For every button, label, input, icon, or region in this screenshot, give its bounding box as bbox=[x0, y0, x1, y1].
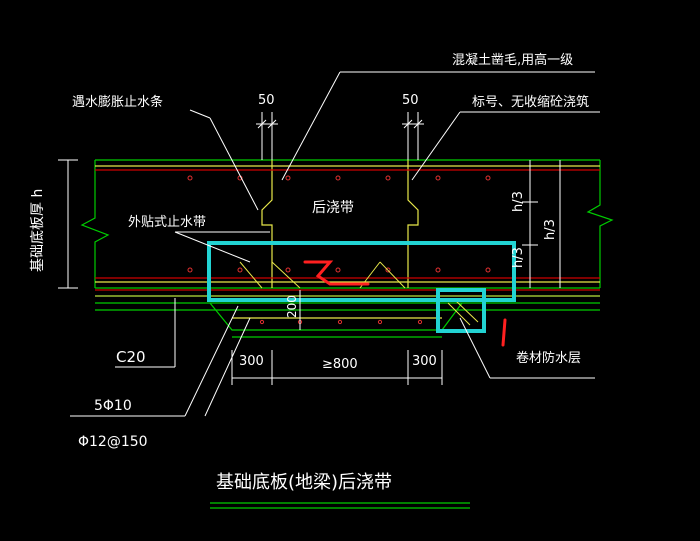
dimension-lines bbox=[58, 112, 561, 385]
rebar-5phi10-label: 5Φ10 bbox=[94, 398, 132, 414]
rebar-dots bbox=[187, 175, 491, 325]
h3-mid-label: h/3 bbox=[543, 219, 558, 240]
slab-thickness-label: 基础底板厚 h bbox=[29, 189, 46, 272]
dim-50-right: 50 bbox=[402, 93, 419, 108]
post-pour-band-label: 后浇带 bbox=[312, 200, 354, 216]
membrane-label: 卷材防水层 bbox=[516, 350, 581, 366]
band-edges bbox=[95, 160, 600, 319]
swelling-strip-label: 遇水膨胀止水条 bbox=[72, 94, 163, 110]
slab-outline bbox=[80, 159, 614, 338]
dim-800-label: ≥800 bbox=[322, 357, 358, 372]
rebar-lines bbox=[95, 169, 600, 291]
h3-low-label: h/3 bbox=[511, 247, 526, 268]
leader-lines bbox=[70, 71, 600, 417]
band-hatch bbox=[239, 261, 479, 326]
concrete-note-line-2: 标号、无收缩砼浇筑 bbox=[472, 94, 589, 110]
concrete-note-line-1: 混凝土凿毛,用高一级 bbox=[452, 52, 573, 68]
title-underline bbox=[210, 502, 470, 509]
rebar-phi12-label: Φ12@150 bbox=[78, 434, 148, 450]
external-waterstop-label: 外贴式止水带 bbox=[128, 215, 206, 230]
dim-300-left-label: 300 bbox=[239, 354, 264, 369]
h3-top-label: h/3 bbox=[511, 191, 526, 212]
red-annotations bbox=[303, 260, 507, 347]
band-highlight-box bbox=[207, 241, 516, 302]
dim-200-label: 200 bbox=[285, 295, 299, 318]
labels: 混凝土凿毛,用高一级 标号、无收缩砼浇筑 遇水膨胀止水条 50 50 后浇带 外… bbox=[29, 52, 589, 493]
drawing-title: 基础底板(地梁)后浇带 bbox=[216, 472, 392, 493]
c20-label: C20 bbox=[116, 348, 146, 366]
membrane-highlight-box bbox=[436, 288, 486, 333]
dim-50-left: 50 bbox=[258, 93, 275, 108]
dim-300-right-label: 300 bbox=[412, 354, 437, 369]
